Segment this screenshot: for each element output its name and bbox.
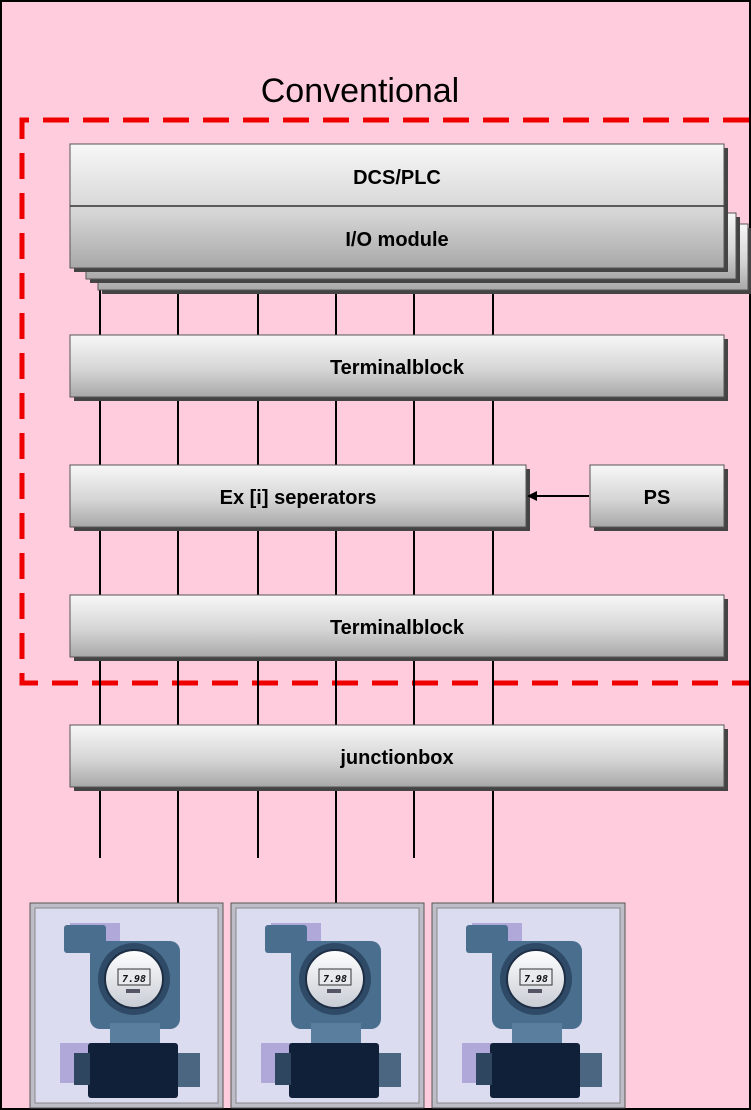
separators-block[interactable]: Ex [i] seperators [69,464,530,531]
io-module-label: I/O module [345,229,448,251]
conventional-boundary [19,117,749,686]
display-reading: 7.98 [122,974,146,985]
separators-label: Ex [i] seperators [220,487,377,509]
display-reading: 7.98 [323,974,347,985]
display-reading: 7.98 [524,974,548,985]
junction-box[interactable]: junctionbox [69,724,728,791]
terminal-block-top[interactable]: Terminalblock [69,334,728,401]
power-supply-label: PS [644,487,671,509]
junction-box-label: junctionbox [339,747,453,769]
diagram-title: Conventional [261,72,459,110]
dcs-plc-block[interactable]: DCS/PLC I/O module [69,143,728,272]
transmitter-device[interactable]: 7.98 [29,902,224,1109]
terminal-block-bottom-label: Terminalblock [330,617,465,639]
transmitter-device[interactable]: 7.98 [431,902,626,1109]
terminal-block-top-label: Terminalblock [330,357,465,379]
field-devices: 7.98 7.98 7.98 [29,902,626,1109]
dcs-plc-label: DCS/PLC [353,167,441,189]
transmitter-device[interactable]: 7.98 [230,902,425,1109]
terminal-block-bottom[interactable]: Terminalblock [69,594,728,661]
power-supply-block[interactable]: PS [589,464,728,531]
